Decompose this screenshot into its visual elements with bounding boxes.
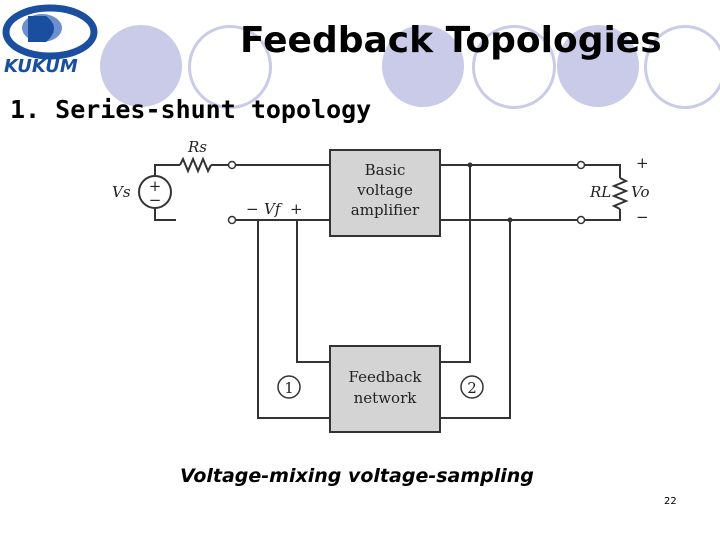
port-1-marker — [277, 375, 301, 399]
load-top-wire — [585, 164, 621, 178]
port-2-marker — [460, 375, 484, 399]
diagram-caption: Voltage-mixing voltage-sampling — [180, 465, 534, 487]
amplifier-line-2: voltage — [356, 181, 413, 199]
feedback-port2-outer-wire — [440, 165, 471, 363]
load-bottom-wire — [585, 209, 621, 221]
amplifier-line-1: Basic — [365, 161, 406, 179]
decorative-circle — [557, 25, 639, 107]
vf-label: Vf — [264, 200, 283, 218]
decorative-circle — [382, 25, 464, 107]
amplifier-line-3: amplifier — [351, 201, 420, 219]
junction-dot — [467, 162, 473, 168]
decorative-circle — [100, 25, 182, 107]
feedback-port1-inner-wire — [296, 220, 330, 363]
output-plus: + — [636, 154, 649, 172]
vf-minus: − — [246, 200, 259, 218]
feedback-network-block — [329, 345, 441, 433]
feedback-line-1: Feedback — [349, 368, 423, 386]
logo-mark — [28, 16, 54, 42]
vs-label: Vs — [112, 183, 131, 201]
input-terminal-top — [227, 160, 237, 170]
page-number: 22 — [664, 496, 677, 507]
output-minus: − — [636, 208, 649, 226]
logo-swoosh — [2, 4, 98, 60]
source-minus: − — [149, 191, 162, 209]
decorative-ring — [644, 25, 720, 109]
feedback-port1-outer-wire — [235, 219, 330, 419]
feedback-line-2: network — [354, 389, 418, 407]
port-2-label: 2 — [467, 379, 477, 397]
rl-label: RL — [589, 183, 611, 201]
amplifier-block — [329, 149, 441, 237]
series-shunt-circuit: + − Vs Rs − Vf + Basic voltage amplifier… — [112, 138, 650, 433]
source-plus: + — [149, 177, 162, 195]
rs-resistor — [179, 156, 212, 174]
slide-subtitle: 1. Series-shunt topology — [10, 95, 372, 124]
decorative-ring — [188, 25, 272, 109]
voltage-source — [138, 175, 172, 209]
feedback-port2-inner-wire — [440, 220, 511, 419]
logo-text: KUKUM — [4, 56, 78, 77]
junction-dot — [507, 217, 513, 223]
vo-label: Vo — [631, 183, 650, 201]
rl-resistor — [611, 177, 629, 210]
input-terminal-bottom — [227, 215, 237, 225]
source-top-wire — [154, 164, 180, 176]
output-terminal-top — [576, 160, 586, 170]
rs-label: Rs — [187, 138, 207, 156]
vf-plus: + — [290, 200, 303, 218]
slide-title: Feedback Topologies — [240, 20, 662, 61]
decorative-ring — [472, 25, 556, 109]
source-bottom-wire — [154, 208, 176, 221]
kukum-logo: KUKUM — [2, 4, 98, 77]
port-1-label: 1 — [284, 379, 294, 397]
output-terminal-bottom — [576, 215, 586, 225]
